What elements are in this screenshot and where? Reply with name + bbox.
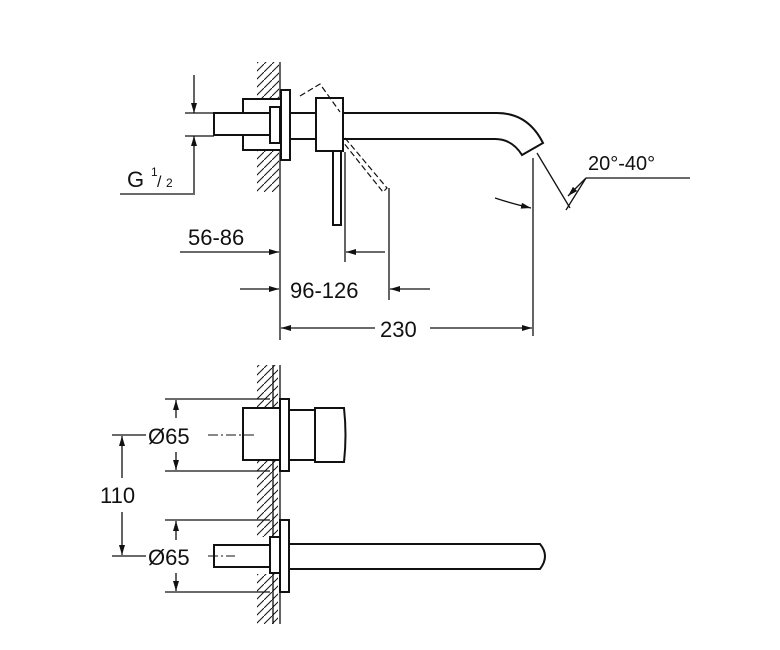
front-view: Ø65 Ø65 110 (100, 365, 546, 624)
spout-front (288, 543, 546, 570)
lever-stem (332, 150, 342, 226)
inner-plate (269, 106, 281, 144)
lever-neck (288, 409, 316, 461)
thread-numerator: 1 (151, 165, 158, 179)
flange (280, 89, 291, 161)
thread-label: G (127, 167, 144, 192)
spout-length-label: 230 (380, 317, 417, 342)
thread-denominator: 2 (166, 176, 173, 190)
diameter-top-label: Ø65 (148, 424, 190, 449)
side-view: G 1 / 2 56-86 96-126 230 20°-40° (120, 62, 690, 342)
lever-handle (314, 407, 347, 463)
angle-arc-arrow (494, 197, 532, 209)
lever-block (315, 97, 344, 152)
wall-depth-label: 56-86 (188, 225, 244, 250)
valve-body (242, 407, 281, 461)
spout-angle-label: 20°-40° (588, 153, 655, 175)
spout (289, 112, 545, 157)
thread-slash: / (157, 174, 162, 191)
pipe-stub (213, 112, 271, 136)
lever-rotated-dashed (299, 83, 388, 193)
bottom-flange (279, 519, 290, 593)
top-flange (279, 398, 290, 472)
diameter-bottom-label: Ø65 (148, 545, 190, 570)
lever-offset-label: 96-126 (290, 278, 359, 303)
center-distance-label: 110 (100, 483, 135, 508)
